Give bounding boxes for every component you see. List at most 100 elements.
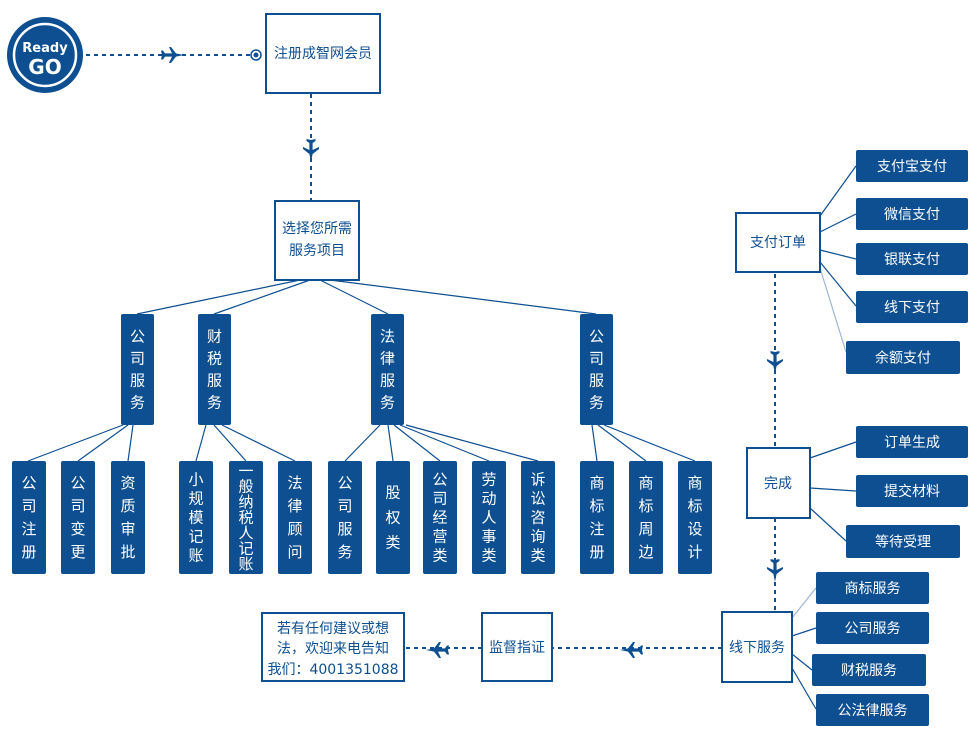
subitem-2-3-char: 劳 — [481, 471, 496, 489]
svg-text:服务项目: 服务项目 — [289, 243, 345, 259]
subitem-3-1-char: 标 — [638, 497, 653, 515]
subitem-3-0-char: 商 — [589, 474, 604, 492]
complete-item-0-label: 订单生成 — [884, 435, 940, 451]
contact-node: 若有任何建议或想 法，欢迎来电告知 我们：4001351088 — [261, 612, 405, 682]
subitem-0-2-char: 审 — [120, 520, 135, 538]
category-brand-service-char: 司 — [589, 350, 604, 368]
subitem-0-1-char: 司 — [70, 497, 85, 515]
category-brand-service-char: 服 — [589, 372, 604, 390]
svg-text:我们：4001351088: 我们：4001351088 — [267, 662, 398, 678]
subitem-1-0-char: 记 — [188, 528, 203, 546]
subitem-2-4-char: 咨 — [530, 509, 545, 527]
svg-text:GO: GO — [28, 55, 61, 79]
subitem-0-0-char: 公 — [21, 474, 36, 492]
category-legal-service: 法律服务 — [371, 314, 404, 425]
pay-method-2-label: 银联支付 — [884, 252, 940, 268]
category-brand-service: 公司服务 — [580, 314, 613, 425]
subitem-1-2-char: 顾 — [287, 520, 302, 538]
subitem-0-1-char: 变 — [70, 520, 85, 538]
subitem-0-2-char: 资 — [120, 474, 135, 492]
pay-method-4: 余额支付 — [846, 341, 960, 374]
svg-text:选择您所需: 选择您所需 — [282, 220, 352, 237]
subitem-2-4-char: 类 — [530, 547, 545, 565]
complete-item-2-label: 等待受理 — [875, 534, 931, 551]
subitem-2-1-char: 股 — [385, 484, 400, 502]
subitem-2-2-char: 类 — [432, 547, 447, 565]
category-company-service-char: 务 — [130, 394, 145, 412]
tree-connectors — [27, 165, 857, 710]
subitem-1-1-char: 税 — [238, 509, 253, 527]
subitem-3-2-char: 标 — [687, 497, 702, 515]
complete-item-0: 订单生成 — [856, 426, 968, 458]
subitem-2-4-char: 诉 — [530, 471, 545, 489]
category-company-service-char: 公 — [130, 328, 145, 346]
supervise-node: 监督指证 — [481, 612, 553, 682]
pay-method-2: 银联支付 — [856, 243, 968, 275]
subitem-3-0-char: 注 — [589, 520, 604, 538]
airplane-down-icon — [767, 559, 783, 582]
service-subitems: 公司注册公司变更资质审批小规模记账一般纳税人记账法律顾问公司服务股权类公司经营类… — [12, 461, 712, 574]
pay-method-4-label: 余额支付 — [875, 350, 931, 367]
category-finance-tax: 财税服务 — [198, 314, 231, 425]
pay-method-0: 支付宝支付 — [856, 150, 968, 182]
subitem-2-0-char: 务 — [337, 543, 352, 561]
subitem-2-2-char: 司 — [432, 490, 447, 508]
svg-text:支付订单: 支付订单 — [750, 235, 806, 251]
subitem-0-1-char: 更 — [70, 543, 85, 561]
subitem-1-1-char: 一 — [238, 462, 253, 480]
category-finance-tax-char: 务 — [207, 394, 222, 412]
category-brand-service-char: 务 — [589, 394, 604, 412]
subitem-2-0: 公司服务 — [328, 461, 362, 574]
category-legal-service-char: 务 — [380, 394, 395, 412]
subitem-3-2-char: 计 — [687, 543, 702, 561]
svg-text:线下服务: 线下服务 — [729, 640, 785, 656]
subitem-0-0-char: 司 — [21, 497, 36, 515]
subitem-1-2-char: 问 — [287, 543, 302, 561]
subitem-0-2-char: 批 — [120, 543, 135, 561]
category-company-service-char: 服 — [130, 372, 145, 390]
pay-order-node: 支付订单 — [735, 212, 821, 273]
subitem-2-3-char: 类 — [481, 547, 496, 565]
svg-text:监督指证: 监督指证 — [489, 640, 545, 656]
subitem-2-0-char: 公 — [337, 474, 352, 492]
subitem-1-1-char: 人 — [238, 524, 253, 542]
svg-text:Ready: Ready — [22, 41, 68, 56]
subitem-1-2-char: 法 — [287, 474, 302, 492]
subitem-1-1-char: 纳 — [238, 493, 253, 511]
subitem-2-2-char: 经 — [432, 509, 447, 527]
subitem-0-2-char: 质 — [120, 497, 135, 515]
offline-item-1: 公司服务 — [816, 612, 929, 644]
subitem-2-3-char: 事 — [481, 528, 496, 546]
subitem-2-1: 股权类 — [376, 461, 410, 574]
complete-item-2: 等待受理 — [846, 525, 960, 558]
airplane-right-icon — [161, 47, 184, 63]
subitem-3-1-char: 边 — [638, 543, 653, 561]
pay-method-3-label: 线下支付 — [884, 300, 940, 316]
subitem-1-0-char: 模 — [188, 509, 203, 527]
subitem-3-0-char: 册 — [589, 543, 604, 561]
subitem-2-0-char: 司 — [337, 497, 352, 515]
subitem-0-0-char: 注 — [21, 520, 36, 538]
pay-method-1-label: 微信支付 — [884, 207, 940, 223]
category-legal-service-char: 服 — [380, 372, 395, 390]
subitem-3-1-char: 周 — [638, 520, 653, 538]
subitem-2-2-char: 营 — [432, 528, 447, 546]
complete-node: 完成 — [746, 447, 811, 519]
subitem-3-2-char: 设 — [687, 520, 702, 538]
category-finance-tax-char: 税 — [207, 350, 222, 368]
subitem-2-2-char: 公 — [432, 471, 447, 489]
subitem-3-1-char: 商 — [638, 474, 653, 492]
subitem-3-0-char: 标 — [589, 497, 604, 515]
subitem-2-3-char: 动 — [481, 490, 496, 508]
offline-item-3: 公法律服务 — [816, 694, 929, 726]
subitem-1-2-char: 律 — [287, 497, 302, 515]
